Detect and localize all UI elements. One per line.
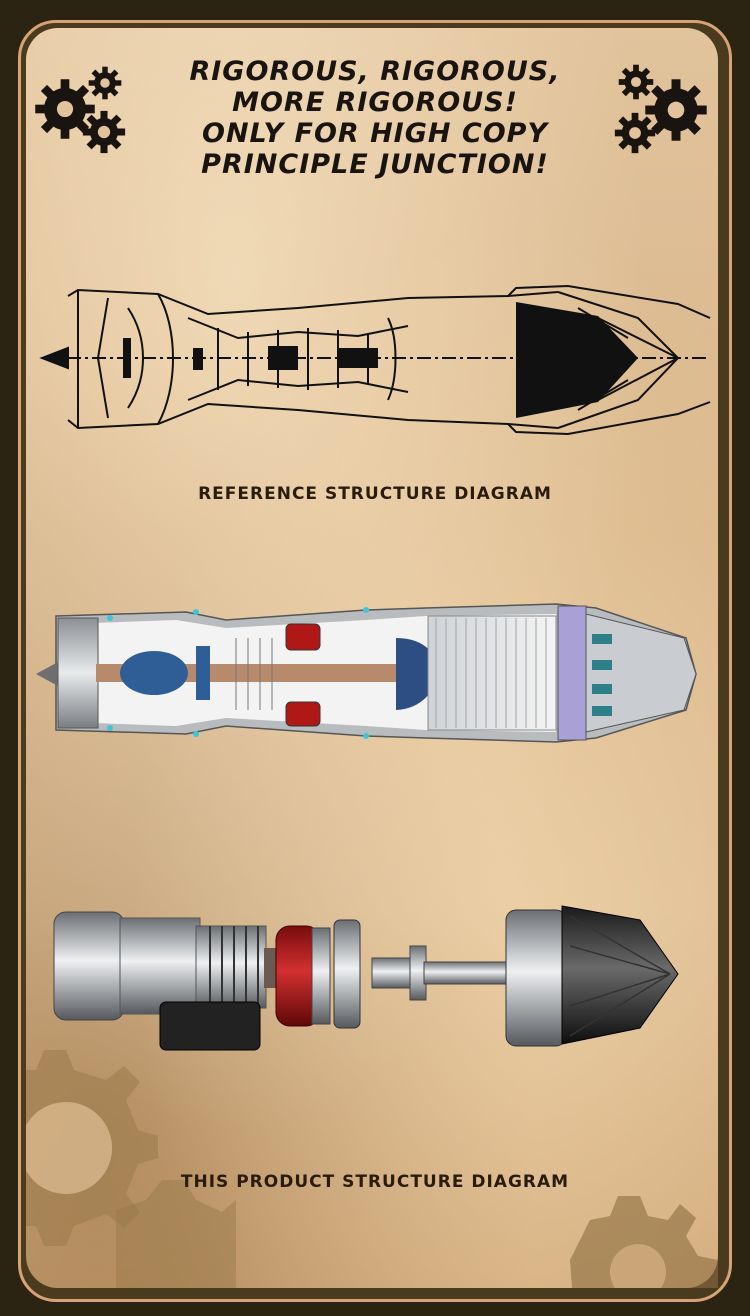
product-caption: THIS PRODUCT STRUCTURE DIAGRAM bbox=[180, 1172, 570, 1192]
gear-icon bbox=[26, 1050, 236, 1288]
reference-engine-sketch bbox=[39, 284, 711, 436]
gear-icon bbox=[645, 79, 707, 141]
gear-icon bbox=[35, 79, 95, 139]
reference-caption: REFERENCE STRUCTURE DIAGRAM bbox=[198, 484, 552, 504]
gear-icon bbox=[618, 64, 654, 100]
gear-icon bbox=[614, 112, 656, 154]
headline-line-3: ONLY FOR HIGH COPY bbox=[202, 118, 548, 149]
cutaway-engine-illustration bbox=[36, 603, 697, 743]
headline-line-2: MORE RIGOROUS! bbox=[232, 87, 518, 118]
exploded-engine-render bbox=[53, 905, 679, 1051]
gear-icon bbox=[88, 66, 122, 100]
headline: RIGOROUS, RIGOROUS, MORE RIGOROUS! ONLY … bbox=[120, 56, 630, 180]
gear-icon bbox=[570, 1196, 718, 1288]
headline-line-4: PRINCIPLE JUNCTION! bbox=[201, 149, 549, 180]
headline-line-1: RIGOROUS, RIGOROUS, bbox=[189, 56, 561, 87]
gear-icon bbox=[82, 110, 126, 154]
